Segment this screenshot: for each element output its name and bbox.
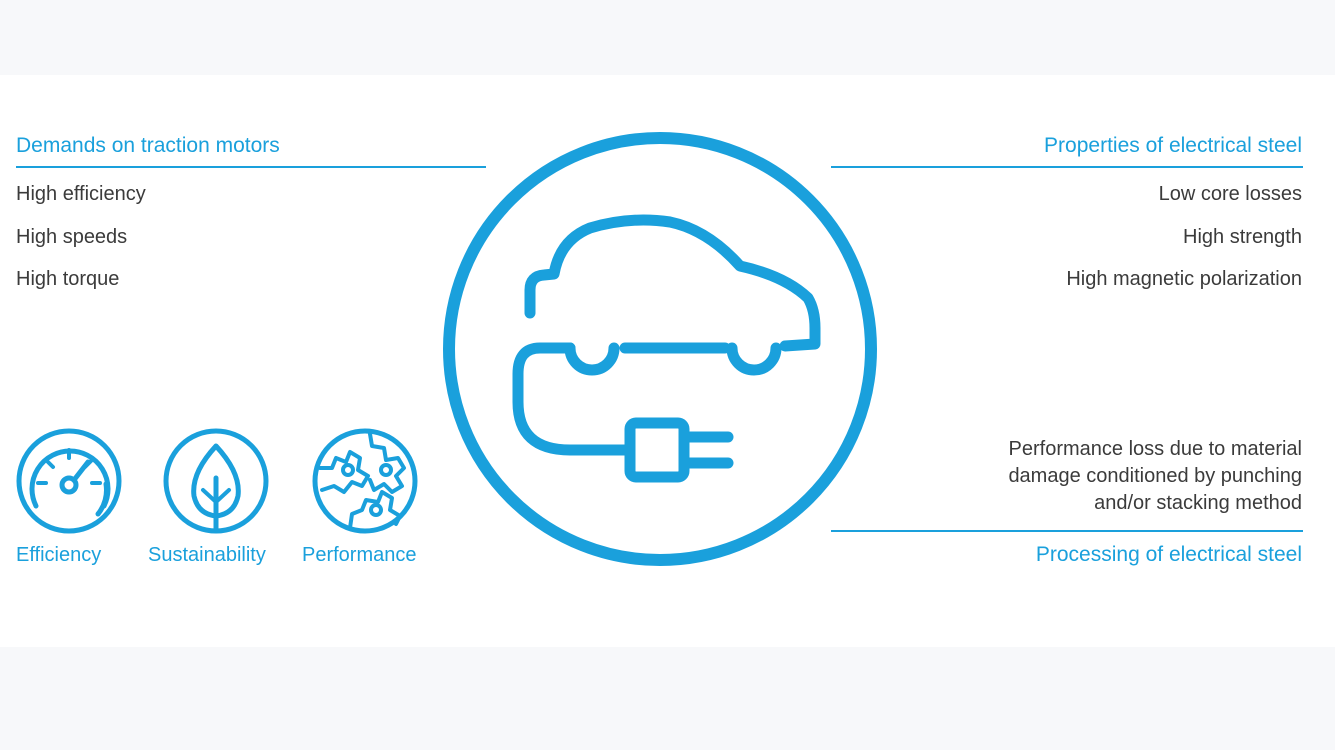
charging-cable — [512, 342, 631, 456]
car-body — [524, 214, 821, 352]
rear-wheel — [564, 342, 620, 376]
processing-note-line-1: Performance loss due to material — [1008, 438, 1302, 460]
sustainability-label: Sustainability — [148, 544, 266, 566]
right-heading-rule — [831, 166, 1303, 168]
right-item-core-losses: Low core losses — [1158, 183, 1302, 205]
left-item-speeds: High speeds — [16, 226, 128, 248]
performance-label: Performance — [302, 544, 417, 566]
left-heading-rule — [16, 166, 486, 168]
diagram-panel — [0, 75, 1335, 647]
front-wheel — [726, 342, 782, 376]
left-item-torque: High torque — [16, 268, 120, 290]
right-item-polarization: High magnetic polarization — [1066, 268, 1302, 290]
processing-note-line-2: damage conditioned by punching — [1008, 465, 1302, 487]
gauge-icon — [16, 428, 122, 534]
efficiency-label: Efficiency — [16, 544, 102, 566]
right-item-strength: High strength — [1183, 226, 1302, 248]
processing-rule — [831, 530, 1303, 532]
processing-heading: Processing of electrical steel — [1035, 543, 1302, 566]
center-circle — [443, 132, 877, 566]
plug-body — [624, 417, 690, 483]
electric-car-plug-icon — [443, 132, 877, 566]
left-heading: Demands on traction motors — [16, 134, 280, 157]
gears-globe-icon — [312, 428, 418, 534]
leaf-icon — [163, 428, 269, 534]
processing-note-line-3: and/or stacking method — [1094, 492, 1302, 514]
processing-note: Performance loss due to material damage … — [882, 436, 1302, 517]
left-item-efficiency: High efficiency — [16, 183, 146, 205]
right-heading: Properties of electrical steel — [1044, 134, 1302, 157]
